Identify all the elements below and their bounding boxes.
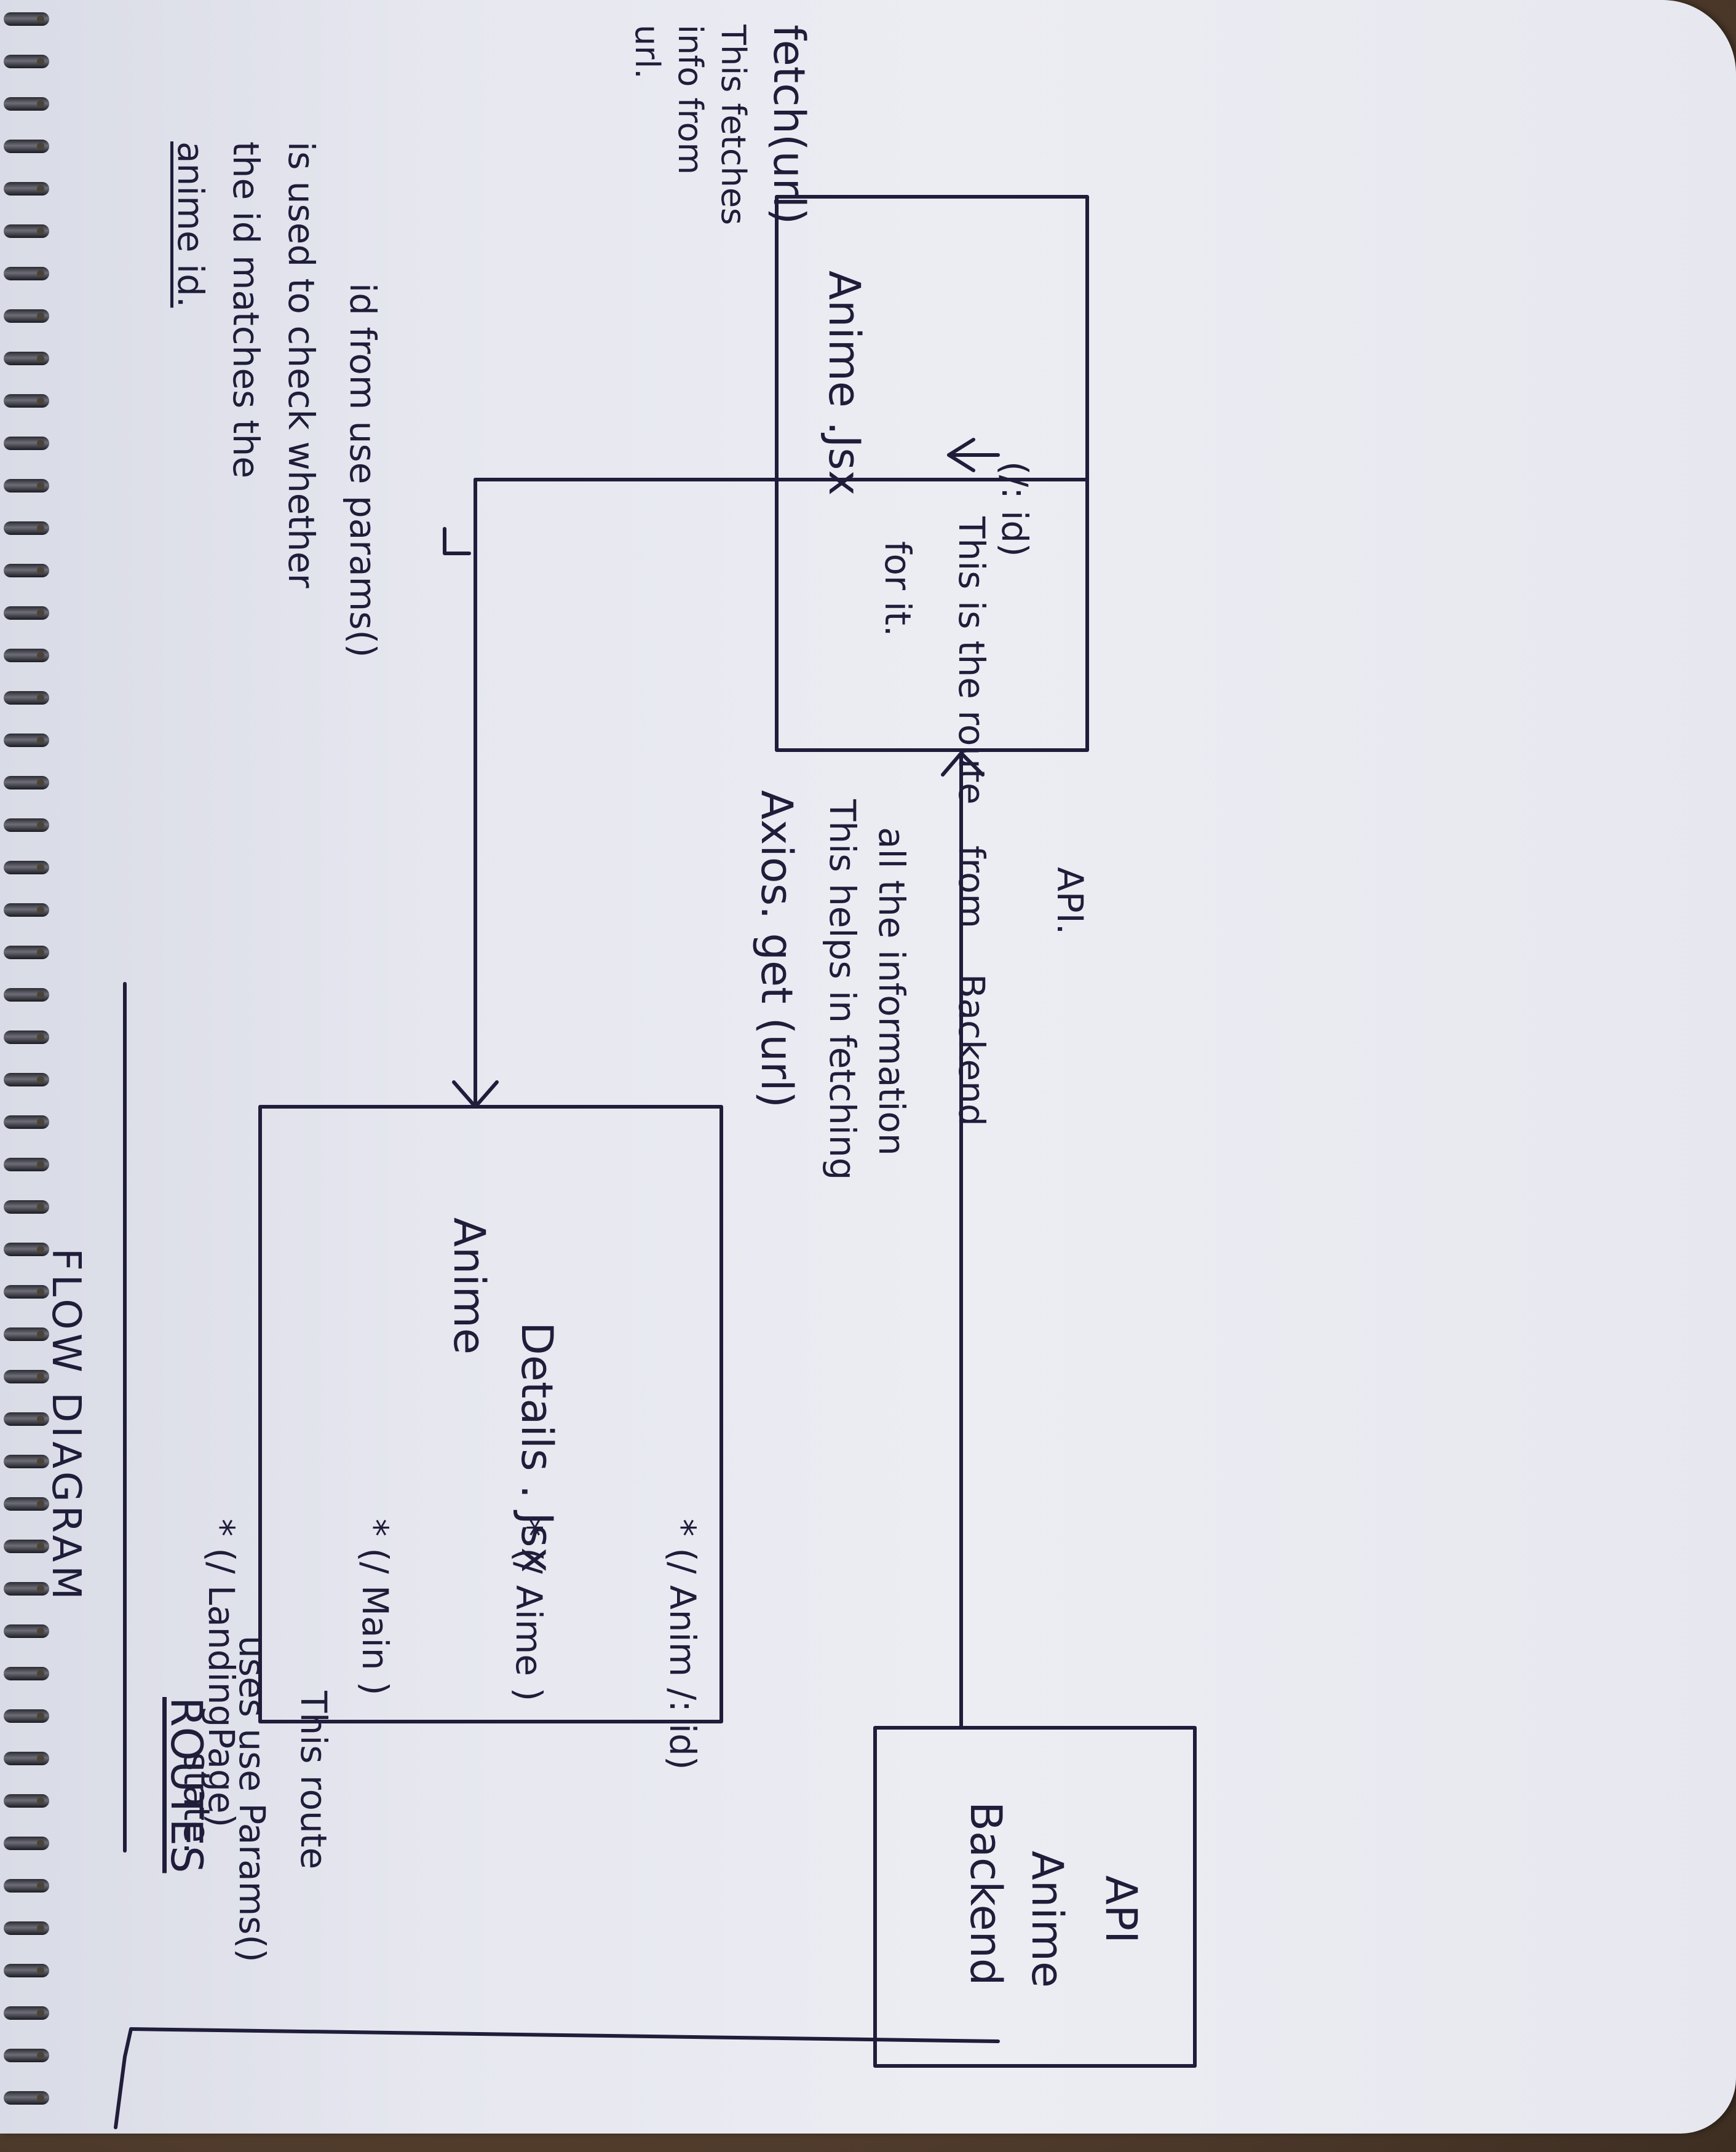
- binding-coil: [4, 1497, 49, 1511]
- binding-coil: [4, 1243, 49, 1256]
- binding-coil: [4, 1752, 49, 1765]
- backend-node-line2: Anime: [1022, 1851, 1072, 1988]
- binding-coil: [4, 309, 49, 323]
- route-item: * (/ LandingPage): [200, 1519, 242, 1828]
- binding-coil: [4, 2049, 49, 2062]
- route-item: * (/ Main ): [354, 1519, 396, 1696]
- binding-coil: [4, 734, 49, 747]
- axios-note-line3: from Backend: [951, 845, 993, 1126]
- spiral-binding: [0, 12, 55, 2140]
- binding-coil: [4, 988, 49, 1002]
- binding-coil: [4, 352, 49, 365]
- binding-coil: [4, 1115, 49, 1129]
- binding-coil: [4, 861, 49, 874]
- binding-coil: [4, 903, 49, 917]
- binding-coil: [4, 55, 49, 68]
- binding-coil: [4, 564, 49, 577]
- routes-bracket: [114, 2027, 133, 2129]
- binding-coil: [4, 1837, 49, 1850]
- binding-coil: [4, 1582, 49, 1596]
- binding-coil: [4, 691, 49, 705]
- backend-node-line1: Backend: [961, 1802, 1011, 1986]
- id-note-hook: [443, 527, 471, 555]
- binding-coil: [4, 1667, 49, 1680]
- binding-coil: [4, 224, 49, 238]
- routes-bracket-edge: [129, 2027, 1000, 2043]
- binding-coil: [4, 1709, 49, 1723]
- binding-coil: [4, 182, 49, 196]
- id-note-line2: is used to check whether: [280, 141, 322, 588]
- backend-node-box: [873, 1726, 1197, 2068]
- binding-coil: [4, 1964, 49, 1977]
- binding-coil: [4, 1921, 49, 1935]
- axios-edge-label: Axios. get (url): [751, 790, 802, 1108]
- binding-coil: [4, 2091, 49, 2105]
- fetch-edge-label: fetch(url): [764, 25, 814, 225]
- route-item: * (/ Aime ): [508, 1519, 550, 1702]
- binding-coil: [4, 267, 49, 280]
- axios-note-line2: all the information: [871, 827, 913, 1156]
- id-note-line1: id from use params(): [342, 283, 384, 658]
- binding-coil: [4, 1879, 49, 1893]
- binding-coil: [4, 818, 49, 832]
- details-node-box: [258, 1105, 723, 1723]
- binding-coil: [4, 649, 49, 662]
- fetch-edge-arrowhead: [947, 438, 975, 472]
- binding-coil: [4, 1158, 49, 1171]
- binding-coil: [4, 1073, 49, 1086]
- binding-coil: [4, 1455, 49, 1468]
- binding-coil: [4, 776, 49, 789]
- id-note-line3: the id matches the: [225, 141, 267, 478]
- binding-coil: [4, 606, 49, 620]
- binding-coil: [4, 12, 49, 26]
- binding-coil: [4, 1624, 49, 1638]
- diagram-title: FLOW DIAGRAM: [43, 1248, 89, 1604]
- fetch-note-line3: url.: [628, 25, 667, 79]
- route-note-line2: for it.: [877, 541, 919, 637]
- binding-coil: [4, 479, 49, 493]
- routes-note-line1: This route: [293, 1691, 335, 1870]
- binding-coil: [4, 1200, 49, 1214]
- axios-note-line1: This helps in fetching: [822, 799, 863, 1181]
- details-node-line1: Anime: [444, 1217, 494, 1355]
- binding-coil: [4, 394, 49, 408]
- axios-note-line4: API.: [1049, 867, 1091, 935]
- binding-coil: [4, 1794, 49, 1808]
- binding-coil: [4, 1370, 49, 1383]
- backend-node-line3: API: [1096, 1875, 1146, 1944]
- binding-coil: [4, 1031, 49, 1044]
- anime-node-box: [775, 195, 1089, 752]
- anime-node-label: Anime .Jsx: [819, 271, 870, 496]
- fetch-note-line2: info from: [671, 25, 710, 175]
- binding-coil: [4, 1285, 49, 1299]
- binding-coil: [4, 946, 49, 959]
- route-note-line1: This is the route: [951, 516, 993, 805]
- binding-coil: [4, 437, 49, 450]
- binding-coil: [4, 1540, 49, 1553]
- fetch-note-line1: This fetches: [714, 25, 753, 226]
- binding-coil: [4, 1412, 49, 1426]
- id-note-line4: anime id.: [170, 141, 212, 308]
- axios-edge-arrowhead: [941, 751, 985, 777]
- route-edge-label: (/: id): [994, 461, 1036, 557]
- binding-coil: [4, 140, 49, 153]
- route-edge-arrowhead: [452, 1080, 499, 1109]
- binding-coil: [4, 521, 49, 535]
- binding-coil: [4, 2006, 49, 2020]
- route-item: * (/ Anim /: id): [662, 1519, 704, 1770]
- binding-coil: [4, 1327, 49, 1341]
- binding-coil: [4, 97, 49, 111]
